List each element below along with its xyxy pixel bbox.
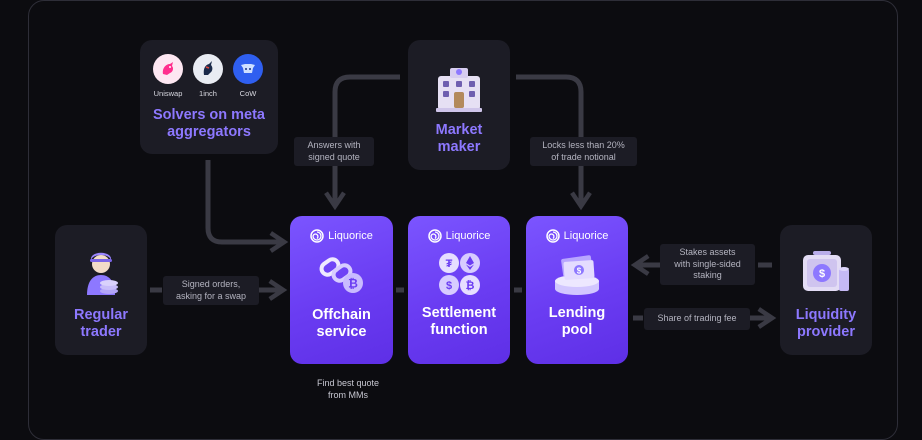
signed-orders-label: Signed orders, asking for a swap [163, 276, 259, 305]
oneinch-logo: 1inch [193, 54, 223, 98]
solvers-to-offchain-connector [205, 160, 289, 253]
answers-label: Answers with signed quote [294, 137, 374, 166]
chain-link-icon: ₿ [319, 257, 363, 293]
stakes-label: Stakes assets with single-sided staking [660, 244, 755, 285]
cow-logo: CoW [233, 54, 263, 98]
liquorice-spiral-icon [310, 229, 324, 243]
offchain-brand: Liquorice [310, 229, 373, 243]
crypto-coins-icon: ₮ $ ₿ [439, 253, 480, 295]
cow-label: CoW [239, 89, 257, 98]
svg-text:$: $ [446, 280, 452, 292]
oneinch-label: 1inch [199, 89, 217, 98]
svg-text:₮: ₮ [446, 258, 453, 270]
cow-icon [233, 54, 263, 84]
unicorn-icon [153, 54, 183, 84]
lending-brand: Liquorice [545, 229, 609, 243]
settlement-brand-name: Liquorice [445, 230, 491, 242]
settlement-title: Settlement function [421, 305, 497, 338]
liquorice-spiral-icon [545, 229, 560, 243]
liquidity-provider-card: $ Liquidity provider [780, 225, 872, 355]
offchain-service-card: Liquorice ₿ Offchain service [290, 216, 393, 364]
svg-text:₿: ₿ [466, 280, 475, 292]
building-icon [436, 68, 482, 112]
solvers-card: Uniswap 1inch CoW Solvers on meta aggreg… [140, 40, 278, 154]
lending-pool-card: Liquorice $ Lending pool [526, 216, 628, 364]
svg-text:$: $ [577, 267, 582, 276]
liquidity-provider-title: Liquidity provider [795, 307, 857, 340]
svg-text:$: $ [819, 268, 825, 280]
connectors [150, 74, 922, 423]
offchain-brand-name: Liquorice [328, 230, 373, 242]
market-maker-card: Market maker [408, 40, 510, 170]
solvers-title: Solvers on meta aggregators [152, 107, 265, 140]
safe-icon: $ [803, 251, 849, 291]
unicorn-head-icon [193, 54, 223, 84]
regular-trader-title: Regular trader [74, 307, 128, 340]
cash-stack-icon: $ [555, 255, 599, 295]
offchain-title: Offchain service [312, 307, 371, 340]
svg-text:₿: ₿ [348, 277, 358, 291]
lending-title: Lending pool [548, 305, 606, 338]
market-maker-to-lending-connector [516, 74, 592, 211]
lending-brand-name: Liquorice [563, 230, 609, 242]
market-maker-title: Market maker [435, 122, 483, 155]
liquorice-spiral-icon [427, 229, 442, 243]
settlement-function-card: Liquorice ₮ $ ₿ Settlement function [408, 216, 510, 364]
market-maker-to-offchain-connector [324, 74, 400, 211]
share-fee-label: Share of trading fee [644, 308, 750, 330]
uniswap-logo: Uniswap [153, 54, 183, 98]
trader-icon [87, 252, 118, 295]
settlement-brand: Liquorice [427, 229, 491, 243]
find-best-quote-note: Find best quote from MMs [316, 378, 380, 400]
locks-label: Locks less than 20% of trade notional [530, 137, 637, 166]
regular-trader-card: Regular trader [55, 225, 147, 355]
uniswap-label: Uniswap [153, 89, 183, 98]
